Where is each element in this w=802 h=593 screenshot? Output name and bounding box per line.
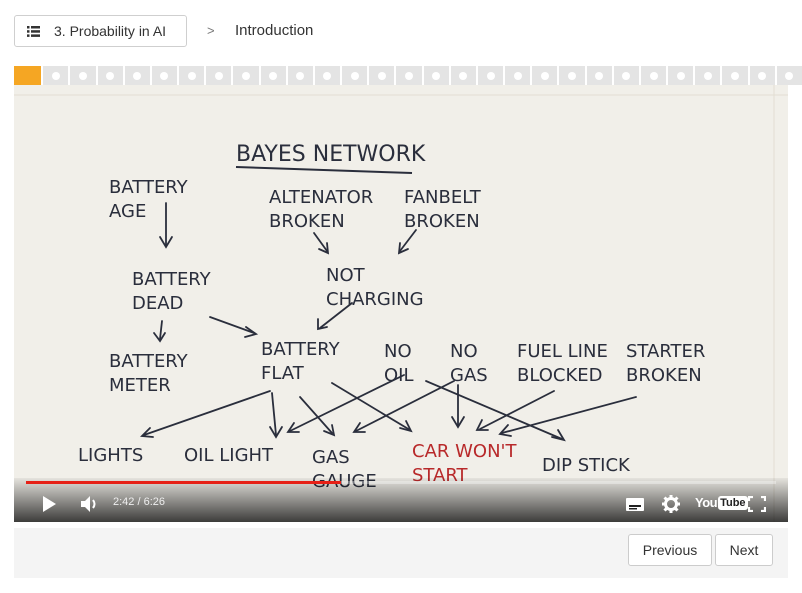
progress-dot-icon (51, 71, 60, 80)
progress-segment[interactable] (693, 66, 721, 85)
progress-segment[interactable] (503, 66, 531, 85)
progress-dot-icon (622, 71, 631, 80)
progress-segment[interactable] (204, 66, 232, 85)
video-time: 2:42 / 6:26 (113, 496, 165, 508)
progress-segment[interactable] (530, 66, 558, 85)
node-oil-light: OIL LIGHT (184, 445, 274, 466)
progress-segment[interactable] (285, 66, 313, 85)
seek-bar[interactable] (26, 481, 776, 484)
lesson-menu-button[interactable]: 3. Probability in AI (14, 15, 187, 47)
progress-dot-icon (459, 71, 468, 80)
progress-segment[interactable] (367, 66, 395, 85)
progress-segment[interactable] (638, 66, 667, 85)
progress-dot-icon (758, 71, 767, 80)
progress-segment[interactable] (611, 66, 639, 85)
progress-dot-icon (106, 71, 115, 80)
progress-segment[interactable] (774, 66, 802, 85)
progress-segment[interactable] (557, 66, 585, 85)
progress-segment[interactable] (666, 66, 694, 85)
progress-dot-icon (703, 71, 712, 80)
progress-segment[interactable] (747, 66, 775, 85)
progress-segment[interactable] (312, 66, 341, 85)
progress-segment[interactable] (41, 66, 69, 85)
lesson-progress-bar (14, 66, 802, 85)
previous-button[interactable]: Previous (628, 534, 712, 566)
play-icon[interactable] (41, 495, 57, 513)
progress-dot-icon (377, 71, 386, 80)
progress-segment[interactable] (720, 66, 748, 85)
list-icon (27, 25, 40, 37)
progress-segment[interactable] (122, 66, 150, 85)
captions-icon[interactable] (625, 497, 645, 512)
progress-dot-icon (595, 71, 604, 80)
next-button[interactable]: Next (715, 534, 773, 566)
progress-segment[interactable] (149, 66, 178, 85)
breadcrumb-current: Introduction (235, 22, 314, 39)
progress-dot-icon (404, 71, 413, 80)
progress-dot-icon (269, 71, 278, 80)
progress-dot-icon (214, 71, 223, 80)
progress-segment[interactable] (68, 66, 96, 85)
progress-segment[interactable] (475, 66, 504, 85)
progress-dot-icon (350, 71, 359, 80)
board-title: BAYES NETWORK (236, 142, 426, 167)
progress-segment[interactable] (177, 66, 205, 85)
progress-segment[interactable] (258, 66, 286, 85)
seek-bar-played (26, 481, 341, 484)
progress-segment[interactable] (448, 66, 476, 85)
progress-segment[interactable] (231, 66, 259, 85)
fullscreen-icon[interactable] (748, 496, 766, 512)
progress-segment[interactable] (421, 66, 449, 85)
breadcrumb-separator: > (207, 23, 215, 38)
lesson-nav-footer: Previous Next (14, 528, 788, 578)
progress-dot-icon (187, 71, 196, 80)
progress-dot-icon (649, 71, 658, 80)
progress-segment[interactable] (340, 66, 368, 85)
node-dip-stick: DIP STICK (542, 455, 631, 476)
lesson-label: 3. Probability in AI (54, 23, 167, 39)
progress-dot-icon (731, 71, 740, 80)
progress-dot-icon (513, 71, 522, 80)
progress-dot-icon (323, 71, 332, 80)
progress-dot-icon (296, 71, 305, 80)
progress-dot-icon (241, 71, 250, 80)
progress-segment[interactable] (95, 66, 123, 85)
progress-dot-icon (78, 71, 87, 80)
progress-dot-icon (160, 71, 169, 80)
player-controls (14, 478, 788, 522)
progress-dot-icon (676, 71, 685, 80)
progress-dot-icon (486, 71, 495, 80)
volume-icon[interactable] (80, 495, 100, 513)
node-lights: LIGHTS (78, 445, 143, 466)
progress-dot-icon (785, 71, 794, 80)
progress-segment[interactable] (394, 66, 422, 85)
progress-dot-icon (432, 71, 441, 80)
settings-gear-icon[interactable] (662, 495, 680, 513)
progress-segment[interactable] (14, 66, 42, 85)
progress-dot-icon (133, 71, 142, 80)
progress-dot-icon (540, 71, 549, 80)
progress-dot-icon (568, 71, 577, 80)
progress-segment[interactable] (584, 66, 612, 85)
